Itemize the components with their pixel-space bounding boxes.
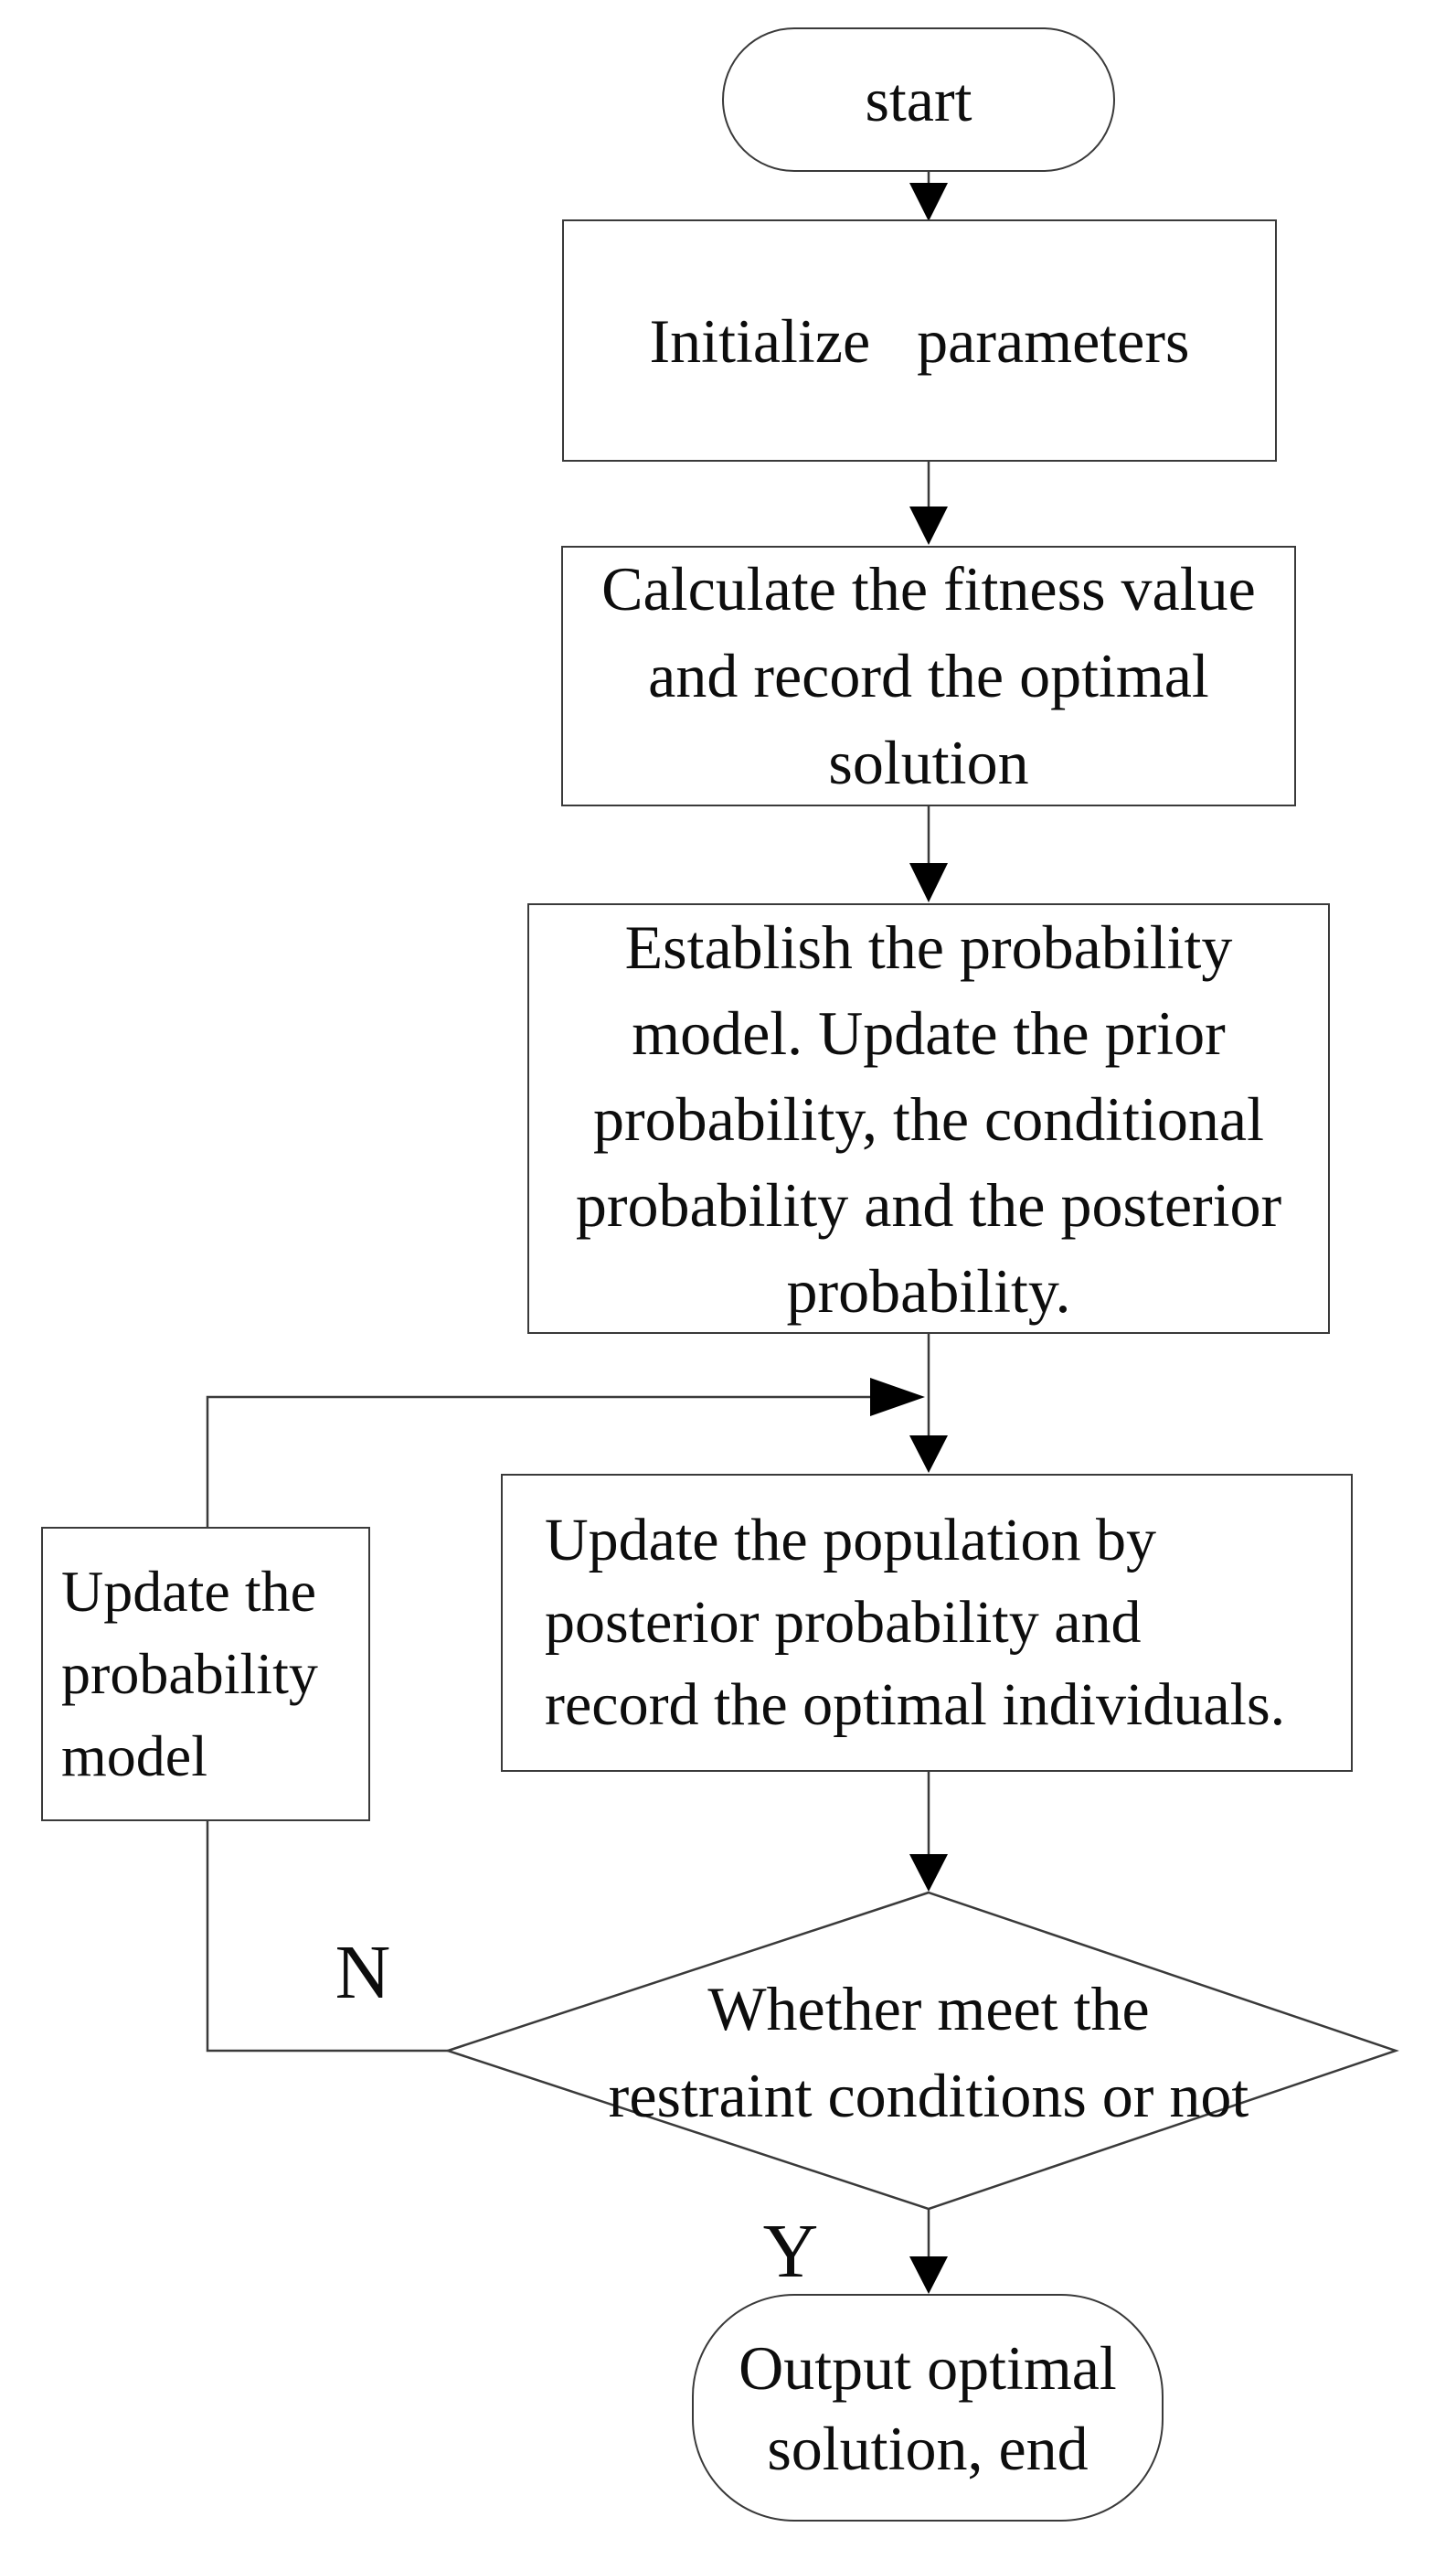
edge-establish-to-update-population — [909, 1334, 948, 1473]
node-text-line: solution — [828, 728, 1029, 797]
node-text-line: model. Update the prior — [632, 997, 1226, 1068]
edge-update-population-to-decision — [909, 1772, 948, 1892]
node-text-line: probability and the posterior — [575, 1169, 1282, 1240]
node-text-line: Initialize parameters — [649, 305, 1190, 376]
node-update-population: Update the population by posterior proba… — [501, 1474, 1353, 1772]
branch-label-text: Y — [762, 2208, 819, 2294]
arrowhead-down-icon — [909, 1435, 948, 1473]
node-text-line: Update the population by — [545, 1507, 1157, 1573]
edge-fitness-to-establish — [909, 806, 948, 902]
arrowhead-down-icon — [909, 183, 948, 221]
node-decision: Whether meet the restraint conditions or… — [517, 1966, 1340, 2139]
node-start: start — [722, 27, 1115, 172]
node-text-line: probability — [61, 1641, 318, 1706]
node-text-line: Whether meet the — [707, 1974, 1150, 2043]
edge-start-to-initialize — [909, 170, 948, 221]
node-initialize-parameters: Initialize parameters — [562, 219, 1277, 462]
node-text-line: Calculate the fitness value — [601, 554, 1256, 624]
branch-label-no: N — [303, 1922, 422, 2022]
node-text-line: probability, the conditional — [593, 1083, 1264, 1154]
node-update-probability-model: Update the probability model — [41, 1527, 370, 1821]
edge-decision-to-output — [909, 2209, 948, 2294]
node-text-line: Output optimal — [739, 2332, 1117, 2403]
arrowhead-right-icon — [870, 1378, 925, 1416]
edge-initialize-to-fitness — [909, 462, 948, 545]
arrowhead-down-icon — [909, 1854, 948, 1892]
node-text-line: restraint conditions or not — [608, 2061, 1249, 2130]
arrowhead-down-icon — [909, 507, 948, 545]
node-output-end: Output optimal solution, end — [692, 2294, 1164, 2522]
node-text-line: probability. — [786, 1255, 1071, 1326]
branch-label-text: N — [335, 1929, 391, 2015]
node-text-line: posterior probability and — [545, 1589, 1142, 1656]
node-text-line: Establish the probability — [624, 912, 1233, 982]
arrowhead-down-icon — [909, 2256, 948, 2294]
node-text-line: start — [865, 65, 972, 134]
node-text-line: record the optimal individuals. — [545, 1671, 1286, 1738]
branch-label-yes: Y — [731, 2201, 850, 2301]
node-text-line: model — [61, 1723, 207, 1788]
node-establish-probability-model: Establish the probability model. Update … — [527, 903, 1330, 1334]
node-text-line: Update the — [61, 1559, 316, 1624]
node-text-line: solution, end — [767, 2413, 1089, 2483]
node-text-line: and record the optimal — [648, 641, 1209, 710]
node-calculate-fitness: Calculate the fitness value and record t… — [561, 546, 1296, 806]
arrowhead-down-icon — [909, 863, 948, 902]
